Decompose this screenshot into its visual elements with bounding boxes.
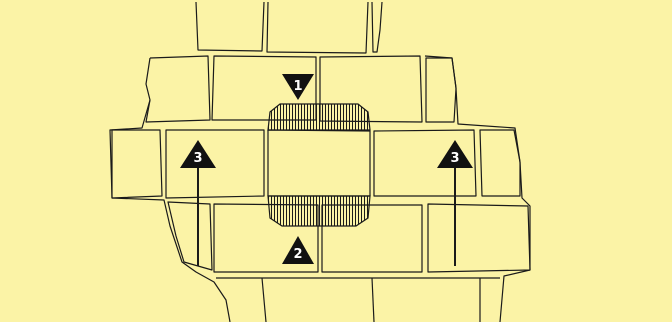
- brick: [267, 2, 368, 53]
- mortar-joint-bottom: [268, 196, 370, 226]
- brick: [372, 2, 382, 52]
- brick: [262, 278, 266, 322]
- callout-3-right: 3: [437, 140, 473, 168]
- brick: [372, 278, 374, 322]
- callout-2: 2: [282, 236, 314, 264]
- brick: [428, 204, 530, 272]
- brick: [196, 2, 264, 51]
- callout-2-label: 2: [293, 247, 302, 262]
- wall-edge-left: [110, 58, 230, 322]
- callout-1-label: 1: [293, 79, 302, 94]
- callout-3-left: 3: [180, 140, 216, 168]
- callout-3-left-label: 3: [193, 151, 202, 166]
- brick: [146, 56, 210, 122]
- brick: [426, 58, 456, 122]
- mortar-joint-top: [268, 104, 370, 130]
- brick: [480, 130, 520, 196]
- brick: [166, 130, 264, 198]
- wall-edge-right: [425, 56, 530, 322]
- brick: [268, 130, 370, 196]
- brick: [168, 202, 212, 270]
- callout-1: 1: [282, 74, 314, 100]
- callout-3-right-label: 3: [450, 151, 459, 166]
- brick: [112, 130, 162, 198]
